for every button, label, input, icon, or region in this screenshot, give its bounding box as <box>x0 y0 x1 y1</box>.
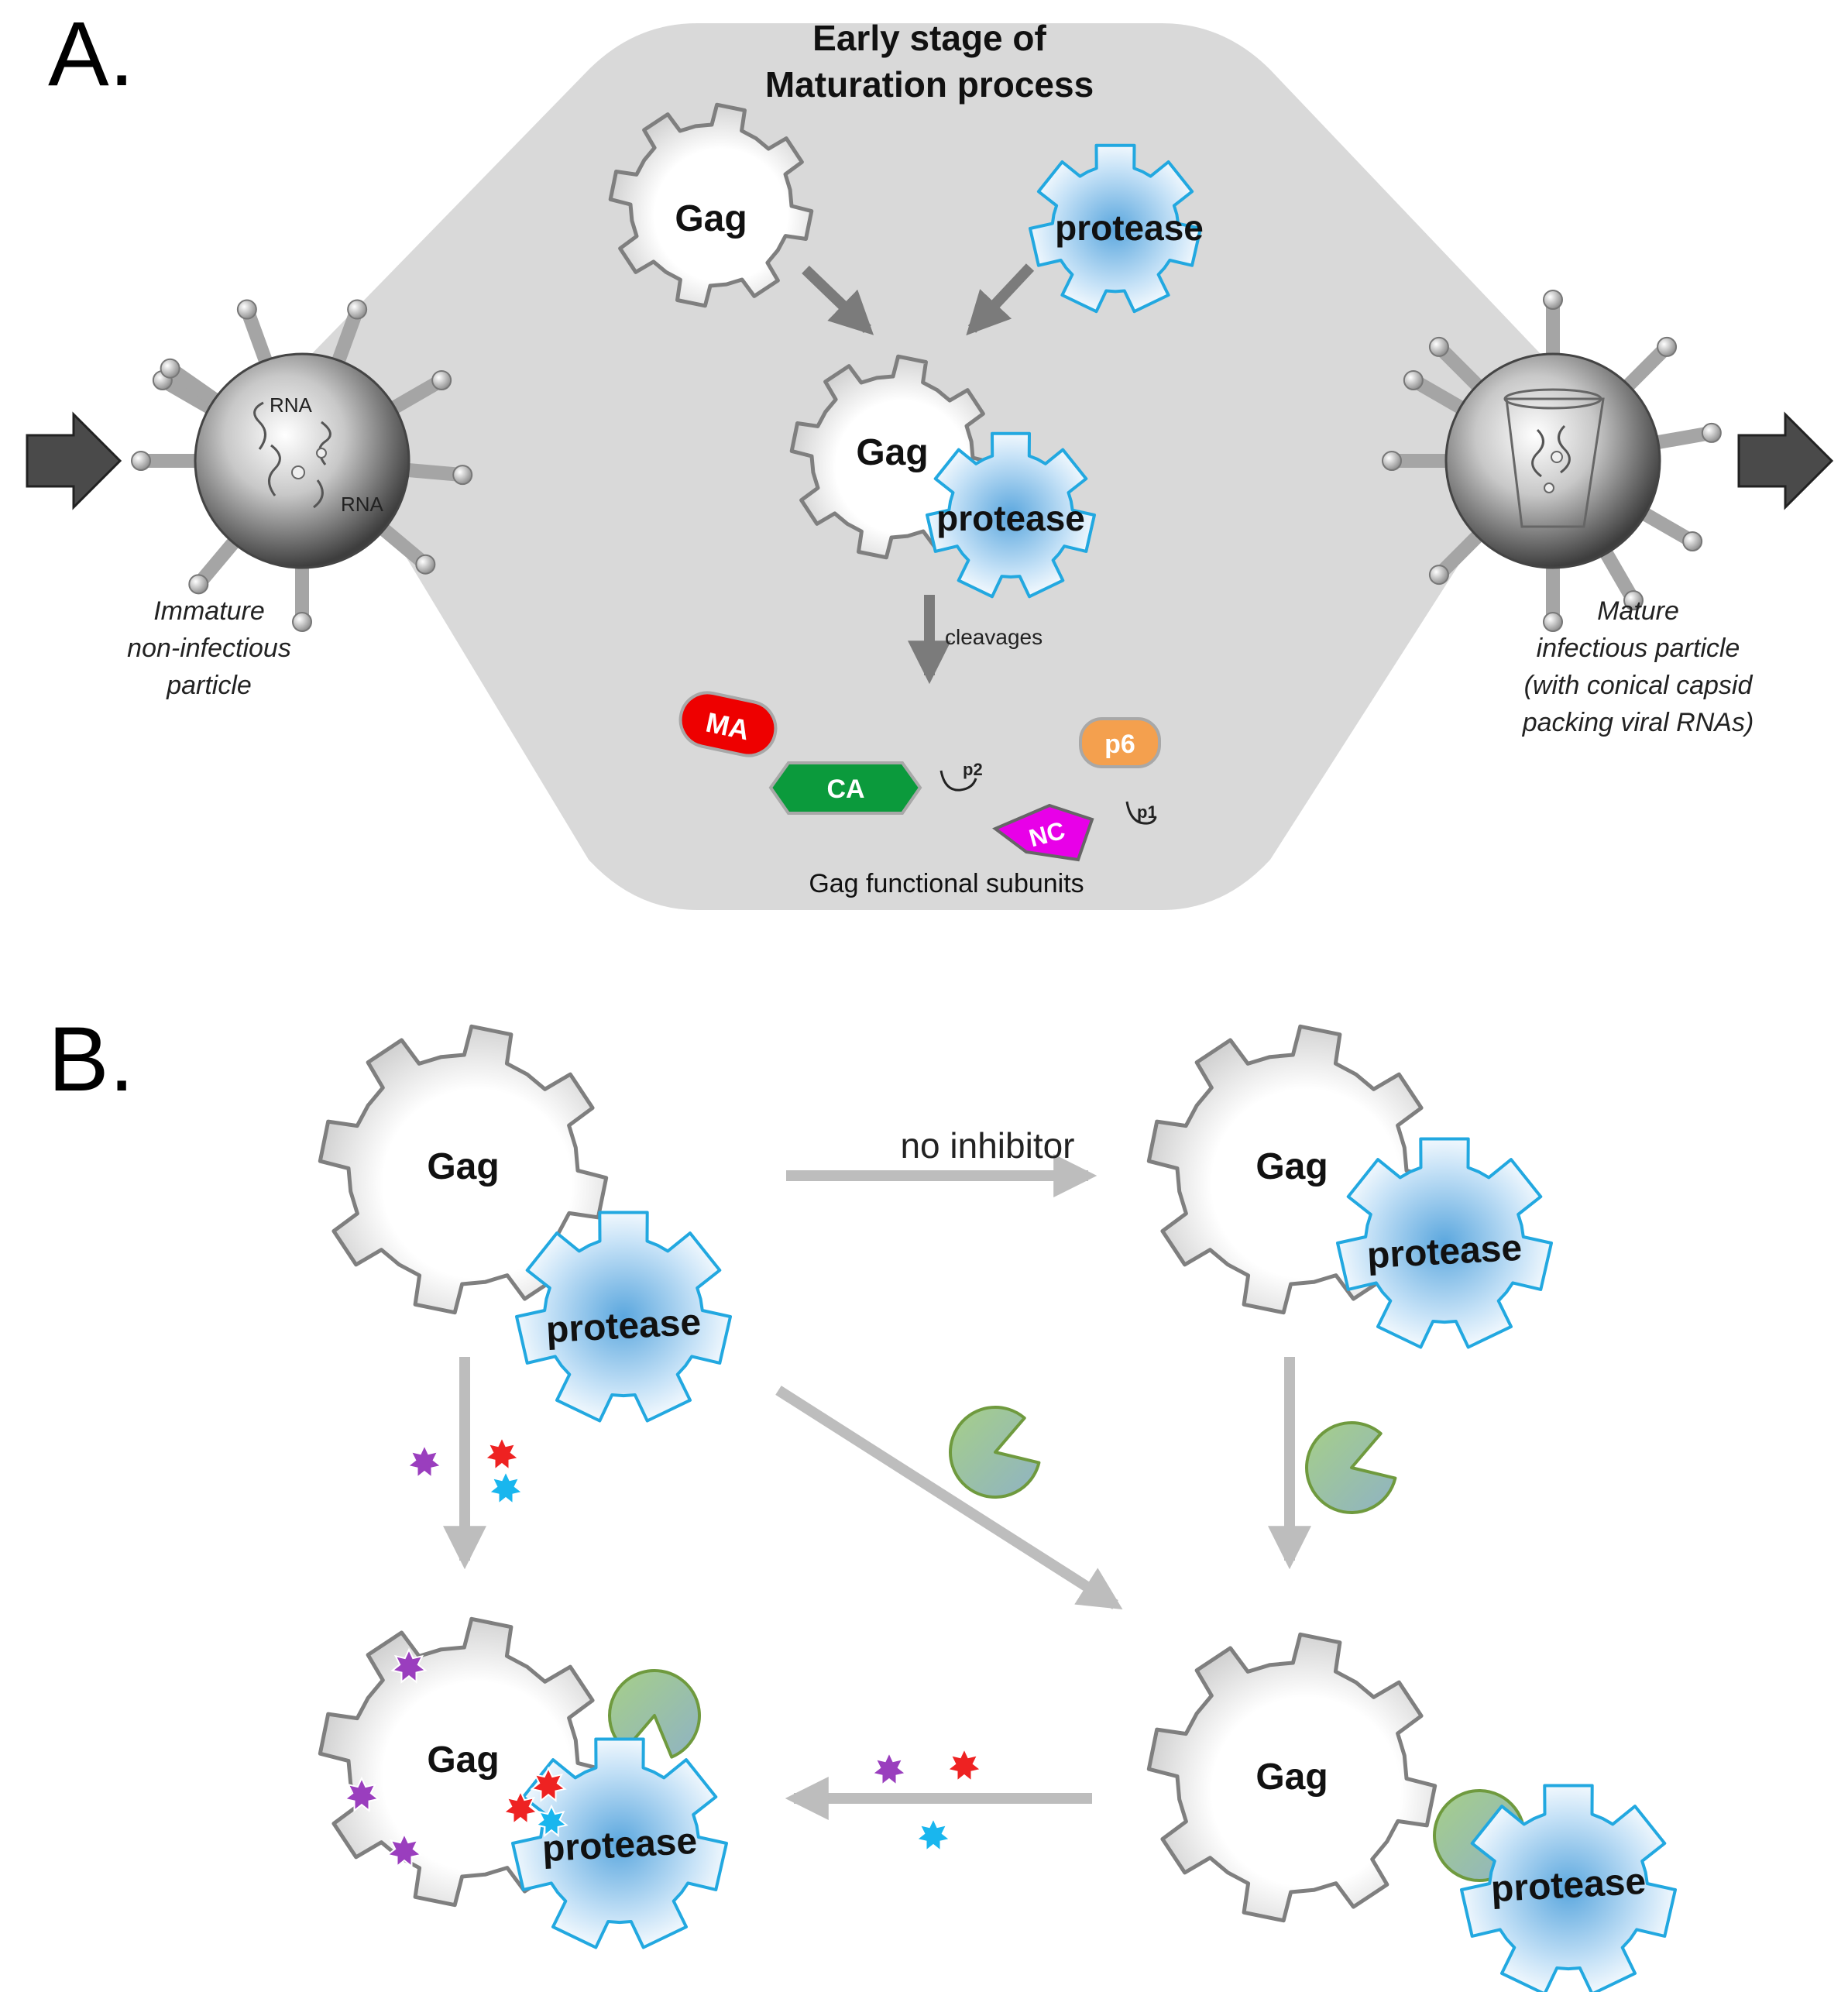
protease-gear-icon <box>1336 1137 1553 1349</box>
purple-inhibitor-icon <box>390 1647 428 1684</box>
protease-gear-icon <box>1460 1784 1677 1992</box>
gag-label-b-tl: Gag <box>427 1146 499 1187</box>
rna-label-2: RNA <box>341 493 384 516</box>
protease-gear-icon <box>1029 143 1202 314</box>
gag-label-a-top: Gag <box>675 198 747 239</box>
p1-label: p1 <box>1137 802 1157 822</box>
immature-caption-line3: particle <box>166 671 252 700</box>
mature-caption-line4: packing viral RNAs) <box>1522 708 1754 737</box>
panel-a-title-line1: Early stage of <box>812 18 1046 58</box>
no-inhibitor-label: no inhibitor <box>900 1125 1074 1166</box>
red-inhibitor-icon <box>530 1766 567 1802</box>
immature-caption-line2: non-infectious <box>127 634 291 663</box>
protease-label-b-tr: protease <box>1366 1228 1523 1276</box>
gag-label-a-mid: Gag <box>856 432 928 473</box>
gag-gear-icon <box>608 102 814 308</box>
gag-label-b-br: Gag <box>1255 1757 1328 1798</box>
gag-label-b-tr: Gag <box>1255 1146 1328 1187</box>
inhibitor-stars <box>343 1435 983 1868</box>
purple-inhibitor-icon <box>343 1776 380 1812</box>
purple-inhibitor-icon <box>406 1443 443 1479</box>
panel-a-title-line2: Maturation process <box>765 64 1094 105</box>
immature-particle-icon <box>131 299 473 632</box>
rna-label-1: RNA <box>270 393 313 417</box>
p2-label: p2 <box>963 760 983 779</box>
immature-caption-line1: Immature <box>153 596 265 626</box>
gag-gear-icon <box>789 354 995 560</box>
p2-peptide-icon <box>939 770 977 792</box>
blue-inhibitor-icon <box>487 1469 524 1506</box>
gag-gear-icon <box>318 1024 609 1315</box>
mature-caption-line1: Mature <box>1597 596 1679 626</box>
protease-gear-icon <box>515 1211 732 1423</box>
ma-subunit <box>678 691 778 757</box>
subunits-label: Gag functional subunits <box>809 869 1084 898</box>
purple-inhibitor-icon <box>871 1750 908 1787</box>
blue-inhibitor-icon <box>534 1804 568 1838</box>
mature-caption-line2: infectious particle <box>1537 634 1740 663</box>
inhibitor-pacman-icon <box>607 1669 701 1759</box>
protease-gear-icon <box>926 431 1096 599</box>
entry-arrow-icon <box>26 411 122 510</box>
inhibitor-pacman-icon <box>949 1406 1041 1499</box>
nc-subunit <box>992 803 1094 862</box>
protease-label-a-mid: protease <box>936 498 1085 538</box>
protease-label-b-bl: protease <box>541 1821 699 1870</box>
panel-b-letter: B. <box>48 1008 135 1111</box>
p6-label: p6 <box>1104 730 1135 759</box>
red-inhibitor-icon <box>502 1789 539 1825</box>
p1-peptide-icon <box>1125 801 1157 825</box>
purple-inhibitor-icon <box>386 1832 423 1868</box>
ca-subunit <box>768 761 922 815</box>
red-inhibitor-icon <box>483 1435 520 1472</box>
mature-particle-icon <box>1382 290 1722 632</box>
gag-label-b-bl: Gag <box>427 1740 499 1781</box>
protease-label-b-tl: protease <box>545 1302 702 1351</box>
ca-label: CA <box>826 774 864 804</box>
diagonal-arrow <box>775 1386 1123 1610</box>
gag-gear-icon <box>318 1616 609 1908</box>
blue-inhibitor-icon <box>915 1816 952 1853</box>
red-inhibitor-icon <box>946 1746 983 1783</box>
protease-to-complex-arrow <box>966 263 1035 336</box>
inhibitor-pacman-icon <box>1305 1421 1397 1514</box>
exit-arrow-icon <box>1737 411 1834 510</box>
protease-label-b-br: protease <box>1490 1861 1647 1910</box>
p6-subunit <box>1079 717 1161 768</box>
mature-caption-line3: (with conical capsid <box>1524 671 1754 700</box>
protease-label-a-top: protease <box>1055 208 1204 248</box>
gag-to-complex-arrow <box>802 265 874 335</box>
gag-gear-icon <box>1146 1632 1438 1923</box>
cleavages-label: cleavages <box>945 625 1043 649</box>
panel-a-letter: A. <box>48 3 135 105</box>
